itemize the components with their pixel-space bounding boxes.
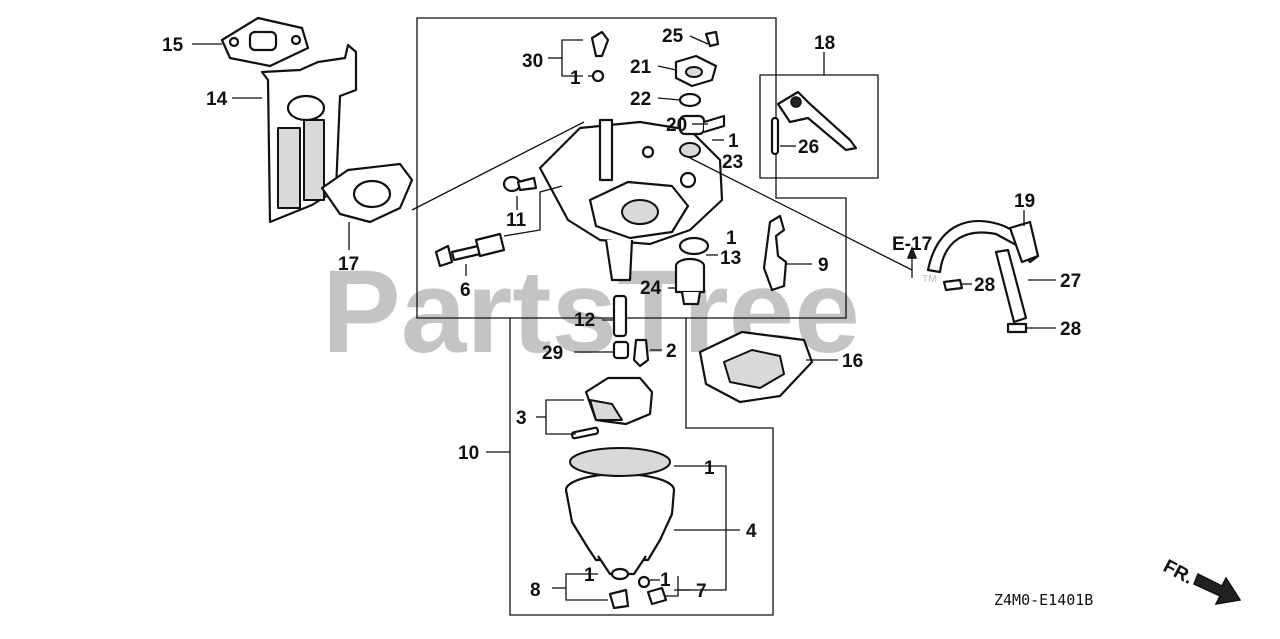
callout-16: 16	[842, 351, 863, 372]
callout-23: 23	[722, 152, 743, 173]
part-23-jet	[679, 142, 701, 158]
callout-27: 27	[1060, 271, 1081, 292]
callout-24: 24	[640, 278, 662, 299]
callout-labels: 15 14 17 11 6 30 1 25 21 22 20 1 23 18 2…	[162, 26, 1081, 602]
callout-10: 10	[458, 443, 479, 464]
part-19-fuel-tube	[926, 219, 1040, 274]
reference-e17: E-17	[892, 234, 932, 255]
callout-9: 9	[818, 255, 829, 276]
callout-21: 21	[630, 57, 652, 78]
callout-1f: 1	[660, 570, 671, 591]
callout-1a: 1	[570, 68, 581, 89]
part-12-float-pin	[612, 294, 628, 338]
part-16-chamber-gasket	[698, 330, 814, 404]
choke-kit-box	[759, 74, 879, 179]
leader-lines	[192, 35, 1056, 601]
part-2-needle	[632, 338, 650, 368]
callout-14: 14	[206, 89, 228, 110]
float-chamber-assembly-box	[509, 318, 774, 616]
callout-28-upper: 28	[974, 275, 995, 296]
callout-15: 15	[162, 35, 184, 56]
part-26-pin	[770, 116, 780, 156]
watermark-trademark: TM	[922, 274, 936, 285]
callout-13: 13	[720, 248, 741, 269]
part-22-washer	[678, 92, 702, 108]
callout-1b: 1	[728, 131, 739, 152]
callout-1c: 1	[726, 228, 737, 249]
callout-22: 22	[630, 89, 651, 110]
part-29-float-valve	[612, 340, 630, 360]
part-14-carburetor-insulator	[260, 43, 358, 224]
diagram-code: Z4M0-E1401B	[994, 591, 1093, 609]
part-17-gasket	[320, 162, 414, 224]
callout-6: 6	[460, 280, 471, 301]
callout-29: 29	[542, 343, 563, 364]
callout-1e: 1	[584, 565, 595, 586]
part-9-choke-lever	[762, 214, 788, 292]
front-arrow-icon	[1193, 572, 1242, 605]
part-25-screw	[704, 30, 720, 48]
carburetor-body	[538, 118, 724, 282]
part-6-throttle-stop-screw	[434, 232, 506, 268]
part-13-o-ring	[678, 236, 710, 256]
part-24-drain-bolt	[674, 257, 706, 306]
callout-8: 8	[530, 580, 541, 601]
callout-25: 25	[662, 26, 684, 47]
callout-11: 11	[506, 210, 527, 231]
part-21-cap	[674, 54, 718, 88]
part-3-float	[570, 376, 654, 440]
part-8-drain-screw	[608, 567, 630, 610]
callout-12: 12	[574, 310, 595, 331]
callout-30: 30	[522, 51, 543, 72]
part-15-insulator-gasket	[220, 16, 310, 68]
callout-3: 3	[516, 408, 527, 429]
part-7-bolt	[637, 575, 668, 606]
callout-1d: 1	[704, 458, 715, 479]
part-20-holder	[678, 114, 726, 136]
callout-18: 18	[814, 33, 835, 54]
front-marker-label: FR.	[1160, 556, 1197, 589]
callout-17: 17	[338, 254, 359, 275]
part-28-clip-upper	[942, 278, 964, 292]
front-direction-marker: FR.	[1160, 556, 1242, 605]
callout-19: 19	[1014, 191, 1035, 212]
part-30-screw	[590, 30, 610, 83]
callout-4: 4	[746, 521, 757, 542]
part-27-fuel-tube	[994, 248, 1028, 324]
callout-2: 2	[666, 341, 677, 362]
callout-28-lower: 28	[1060, 319, 1081, 340]
part-11-screw	[502, 175, 538, 193]
reference-arrow	[906, 245, 918, 259]
part-28-clip-lower	[1006, 322, 1028, 334]
callout-20: 20	[666, 115, 687, 136]
part-4-float-chamber	[564, 447, 676, 576]
callout-26: 26	[798, 137, 819, 158]
part-18-choke-kit	[776, 90, 858, 152]
callout-7: 7	[696, 581, 707, 602]
carburetor-assembly-box	[416, 17, 847, 319]
